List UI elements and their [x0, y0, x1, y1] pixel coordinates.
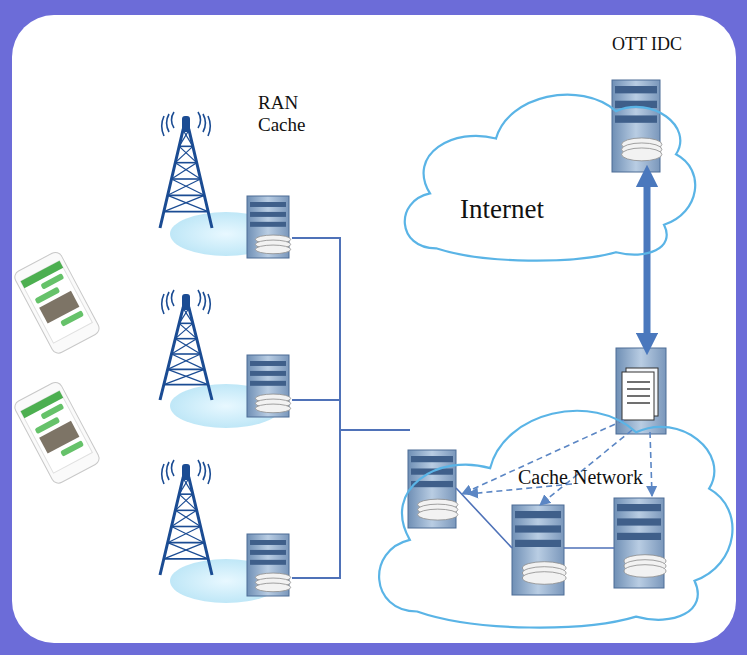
phone-icon: [12, 250, 101, 356]
cache-label: RAN Cache: [258, 92, 318, 136]
cloud-outline: [394, 68, 694, 264]
server-icon: [247, 196, 291, 258]
double-arrow: [644, 176, 651, 344]
cache-link: [456, 488, 614, 548]
backhaul-wire: [292, 238, 410, 578]
server-icon: [247, 534, 291, 596]
server-icon: [512, 505, 566, 595]
decoration: [12, 80, 666, 603]
node-text: OTT IDC: [612, 34, 682, 55]
server-icon: [247, 355, 291, 417]
server-node: OTT IDC: [602, 34, 692, 174]
panel: [12, 15, 736, 643]
node-text: Internet: [460, 194, 544, 225]
server-icon: [408, 450, 458, 528]
server-icon: [612, 80, 662, 172]
server-icon: [614, 498, 666, 588]
cloud-outline: [366, 376, 731, 632]
node-text: Cache Network: [518, 466, 643, 489]
dashed-arrow: [650, 432, 652, 496]
phone-icon: [12, 380, 101, 486]
cloud-region: Cache Network: [366, 346, 731, 632]
cloud-region: Internet OTT IDC: [388, 28, 698, 268]
